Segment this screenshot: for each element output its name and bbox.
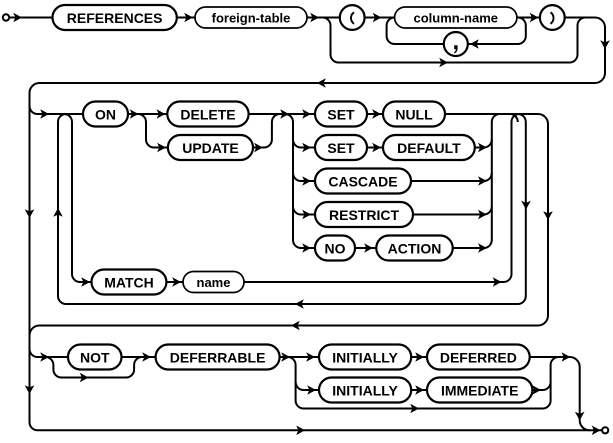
- svg-text:INITIALLY: INITIALLY: [332, 350, 398, 366]
- svg-text:DEFERRED: DEFERRED: [440, 350, 517, 366]
- svg-text:foreign-table: foreign-table: [212, 11, 291, 26]
- svg-text:name: name: [197, 275, 231, 290]
- svg-text:REFERENCES: REFERENCES: [67, 10, 163, 26]
- svg-text:SET: SET: [327, 140, 355, 156]
- svg-text:MATCH: MATCH: [104, 275, 154, 291]
- svg-text:CASCADE: CASCADE: [328, 174, 397, 190]
- svg-text:NOT: NOT: [80, 350, 110, 366]
- svg-text:SET: SET: [327, 107, 355, 123]
- svg-text:INITIALLY: INITIALLY: [332, 383, 398, 399]
- svg-text:RESTRICT: RESTRICT: [329, 207, 399, 223]
- svg-text:DELETE: DELETE: [180, 107, 235, 123]
- svg-text:NULL: NULL: [395, 107, 433, 123]
- svg-text:NO: NO: [325, 241, 346, 257]
- svg-text:column-name: column-name: [413, 11, 498, 26]
- svg-text:DEFERRABLE: DEFERRABLE: [170, 350, 266, 366]
- svg-text:ON: ON: [95, 107, 116, 123]
- svg-text:UPDATE: UPDATE: [182, 140, 239, 156]
- svg-text:ACTION: ACTION: [388, 241, 442, 257]
- svg-text:IMMEDIATE: IMMEDIATE: [441, 383, 519, 399]
- svg-text:DEFAULT: DEFAULT: [397, 140, 461, 156]
